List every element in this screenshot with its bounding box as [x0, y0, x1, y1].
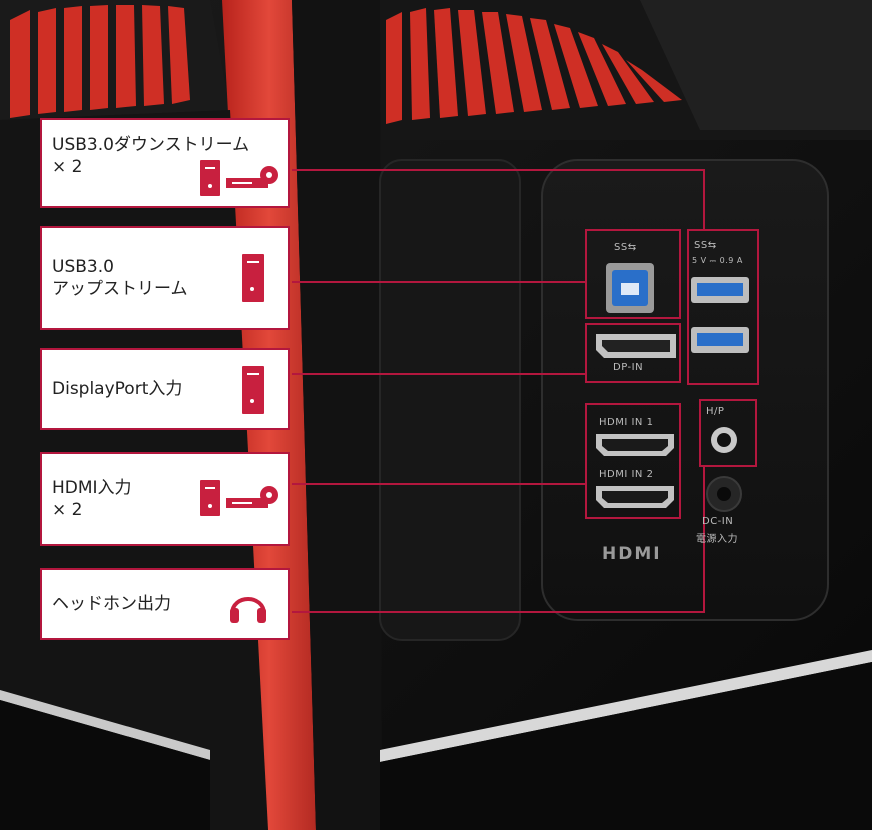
- callout-usb-downstream: USB3.0ダウンストリーム × 2: [40, 118, 290, 208]
- hp-label: H/P: [706, 406, 725, 417]
- left-inner-panel: [379, 159, 521, 641]
- top-vent-right: [380, 0, 872, 140]
- hdmi-port-1: [596, 434, 674, 456]
- callout-hdmi: HDMI入力 × 2: [40, 452, 290, 546]
- top-vent-left: [0, 0, 230, 120]
- usb-a-port-1: [691, 277, 749, 303]
- headphones-icon: [230, 597, 266, 623]
- dp-in-label: DP-IN: [613, 362, 644, 373]
- callout-usb-upstream-label: USB3.0 アップストリーム: [52, 257, 188, 299]
- callout-displayport: DisplayPort入力: [40, 348, 290, 430]
- headphone-jack: [711, 427, 737, 453]
- usb-a-port-2: [691, 327, 749, 353]
- pc-icon: [242, 254, 264, 302]
- disc-player-icon: [226, 486, 278, 510]
- usb-a-rating-label: 5 V ⎓ 0.9 A: [692, 256, 743, 265]
- displayport: [596, 334, 676, 358]
- hdmi-in-2-label: HDMI IN 2: [599, 469, 654, 480]
- dc-in-jack: [706, 476, 742, 512]
- callout-headphone: ヘッドホン出力: [40, 568, 290, 640]
- callout-headphone-label: ヘッドホン出力: [52, 594, 171, 614]
- port-panel: [541, 159, 829, 621]
- callout-hdmi-label: HDMI入力 × 2: [52, 478, 132, 520]
- callout-usb-upstream: USB3.0 アップストリーム: [40, 226, 290, 330]
- hdmi-logo: HDMI: [602, 544, 662, 564]
- disc-player-icon: [226, 166, 278, 190]
- usb-b-port: [606, 263, 654, 313]
- pc-icon: [200, 160, 220, 196]
- dc-in-label: DC-IN: [702, 516, 734, 527]
- hdmi-port-2: [596, 486, 674, 508]
- usb-b-ss-label: SS⇆: [614, 242, 637, 253]
- pc-icon: [200, 480, 220, 516]
- callout-displayport-label: DisplayPort入力: [52, 379, 183, 399]
- pc-icon: [242, 366, 264, 414]
- hdmi-in-1-label: HDMI IN 1: [599, 417, 654, 428]
- callout-usb-downstream-label: USB3.0ダウンストリーム × 2: [52, 135, 250, 177]
- usb-a-ss-label: SS⇆: [694, 240, 717, 251]
- dc-in-jp-label: 電源入力: [696, 534, 738, 545]
